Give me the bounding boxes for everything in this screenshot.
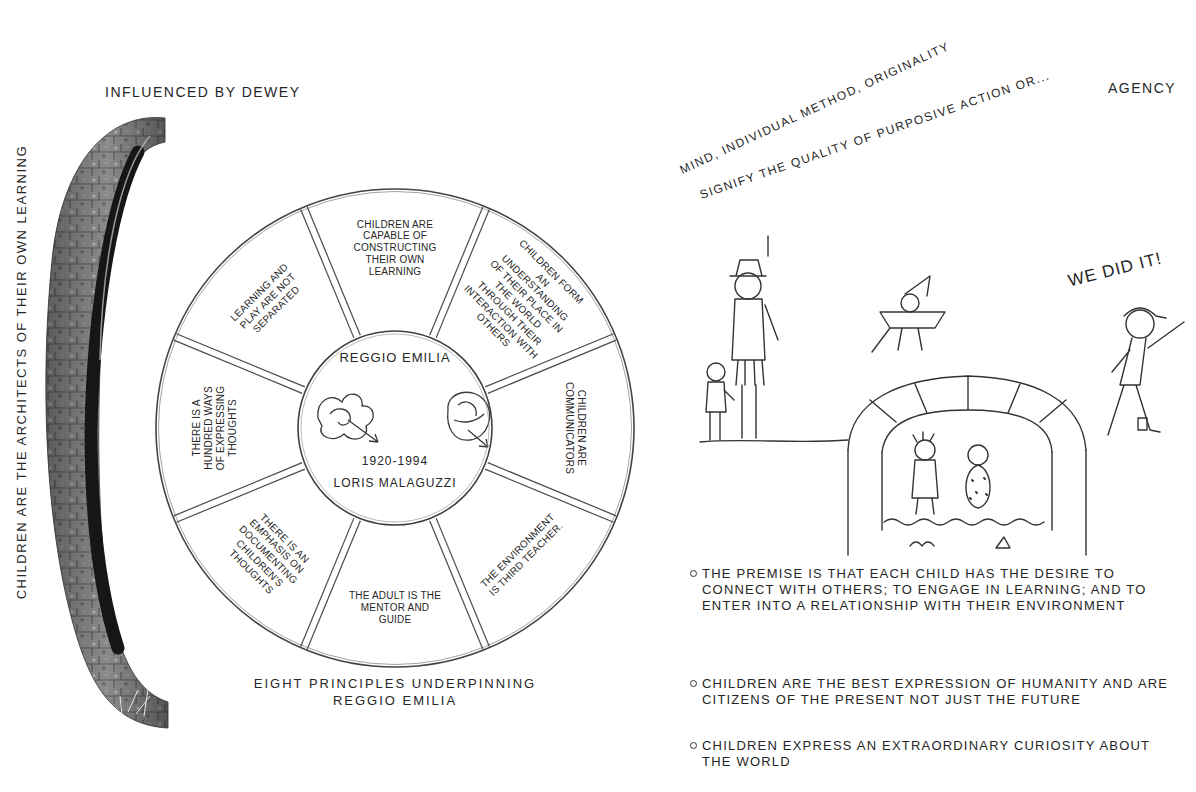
dress-dots xyxy=(970,478,987,499)
bullet-note: THE PREMISE IS THAT EACH CHILD HAS THE D… xyxy=(702,566,1184,614)
bridge-arch xyxy=(848,376,1086,450)
segment-divider xyxy=(176,334,304,387)
bird-sketch xyxy=(910,542,934,546)
speech-exclamation: WE DID IT! xyxy=(1035,240,1195,299)
water-line xyxy=(884,519,1044,525)
principle-segment: CHILDREN ARE CAPABLE OF CONSTRUCTING THE… xyxy=(345,198,445,298)
segment-divider xyxy=(430,521,483,649)
child-head xyxy=(915,440,935,460)
cheering-child xyxy=(1108,322,1184,435)
wheel-rim xyxy=(156,189,634,667)
principle-text: THE ENVIRONMENT IS THIRD TEACHER. xyxy=(479,512,566,599)
arch-stones xyxy=(870,376,1066,422)
child-head xyxy=(901,294,919,312)
principle-segment: CHILDREN FORM AN UNDERSTANDING OF THEIR … xyxy=(452,230,593,371)
center-sketches xyxy=(318,392,490,447)
bridge-arch xyxy=(882,410,1052,452)
principle-text: LEARNING AND PLAY ARE NOT SEPARATED xyxy=(220,253,316,349)
hand-sketch-detail xyxy=(330,409,350,425)
principle-text: CHILDREN FORM AN UNDERSTANDING OF THEIR … xyxy=(454,232,591,369)
arch-stone xyxy=(46,117,168,728)
center-circle: REGGIO EMILIA 1920-1994LORIS MALAGUZZI xyxy=(297,330,493,526)
principle-segment: THERE IS AN EMPHASIS ON DOCUMENTING CHIL… xyxy=(197,485,338,626)
principle-segment: CHILDREN ARE COMMUNICATORS xyxy=(525,378,625,478)
segment-divider xyxy=(301,209,354,337)
principle-segment: LEARNING AND PLAY ARE NOT SEPARATED xyxy=(197,230,338,371)
principle-text: CHILDREN ARE COMMUNICATORS xyxy=(563,378,587,478)
bridge-piers xyxy=(848,450,1086,555)
arch-highlight xyxy=(100,136,150,360)
principle-text: THE ADULT IS THE MENTOR AND GUIDE xyxy=(345,590,445,625)
segment-divider xyxy=(301,518,354,646)
center-rim xyxy=(298,331,492,525)
leaf-sketch xyxy=(996,537,1010,548)
child-figure xyxy=(912,432,938,514)
segment-divider xyxy=(174,463,302,516)
child-cap xyxy=(1124,308,1166,318)
globe-sketch xyxy=(448,392,490,440)
segment-divider xyxy=(174,340,302,393)
child-head xyxy=(735,273,761,299)
small-child xyxy=(706,382,734,440)
principle-segment: THERE IS A HUNDRED WAYS OF EXPRESSING TH… xyxy=(165,378,265,478)
child-head xyxy=(968,445,988,465)
bullet-note: CHILDREN EXPRESS AN EXTRAORDINARY CURIOS… xyxy=(702,738,1184,770)
principle-text: THERE IS A HUNDRED WAYS OF EXPRESSING TH… xyxy=(191,378,238,478)
wheel-rim-sketch xyxy=(159,192,632,665)
child-bag xyxy=(1138,418,1147,430)
globe-sketch-detail xyxy=(454,402,484,422)
child-figure xyxy=(966,465,990,508)
arch-plant xyxy=(120,690,150,716)
child-drawing xyxy=(700,236,1184,555)
founder-name: LORIS MALAGUZZI xyxy=(297,476,493,490)
sketch-arrow xyxy=(348,420,378,442)
segment-divider xyxy=(488,463,616,516)
center-title: REGGIO EMILIA xyxy=(297,350,493,366)
principles-wheel: REGGIO EMILIA 1920-1994LORIS MALAGUZZI CHI… xyxy=(155,188,635,668)
ground-line xyxy=(700,440,848,442)
arch-slogan: CHILDREN ARE THE ARCHITECTS OF THEIR OWN… xyxy=(14,82,30,662)
child-hat xyxy=(730,236,768,276)
bullet-note: CHILDREN ARE THE BEST EXPRESSION OF HUMA… xyxy=(702,676,1184,708)
principle-text: THERE IS AN EMPHASIS ON DOCUMENTING CHIL… xyxy=(212,499,324,611)
influence-note: INFLUENCED BY DEWEY xyxy=(105,84,375,102)
child-on-bridge xyxy=(872,276,945,352)
principle-segment: THE ADULT IS THE MENTOR AND GUIDE xyxy=(345,558,445,658)
segment-divider xyxy=(176,469,304,522)
arch-shading xyxy=(46,117,168,728)
segment-divider xyxy=(307,207,360,335)
principle-segment: THE ENVIRONMENT IS THIRD TEACHER. xyxy=(452,485,593,626)
wheel-caption: EIGHT PRINCIPLES UNDERPINNING REGGIO EMI… xyxy=(220,676,570,710)
sketch-arrow xyxy=(468,430,488,447)
segment-divider xyxy=(307,521,360,649)
child-head xyxy=(1126,310,1154,338)
date-range: 1920-1994 xyxy=(297,454,493,468)
agency-word: AGENCY xyxy=(1108,80,1188,98)
principle-text: CHILDREN ARE CAPABLE OF CONSTRUCTING THE… xyxy=(345,219,445,278)
stone-arch-photo xyxy=(46,117,168,728)
tall-child xyxy=(732,299,778,438)
child-head xyxy=(707,363,725,381)
